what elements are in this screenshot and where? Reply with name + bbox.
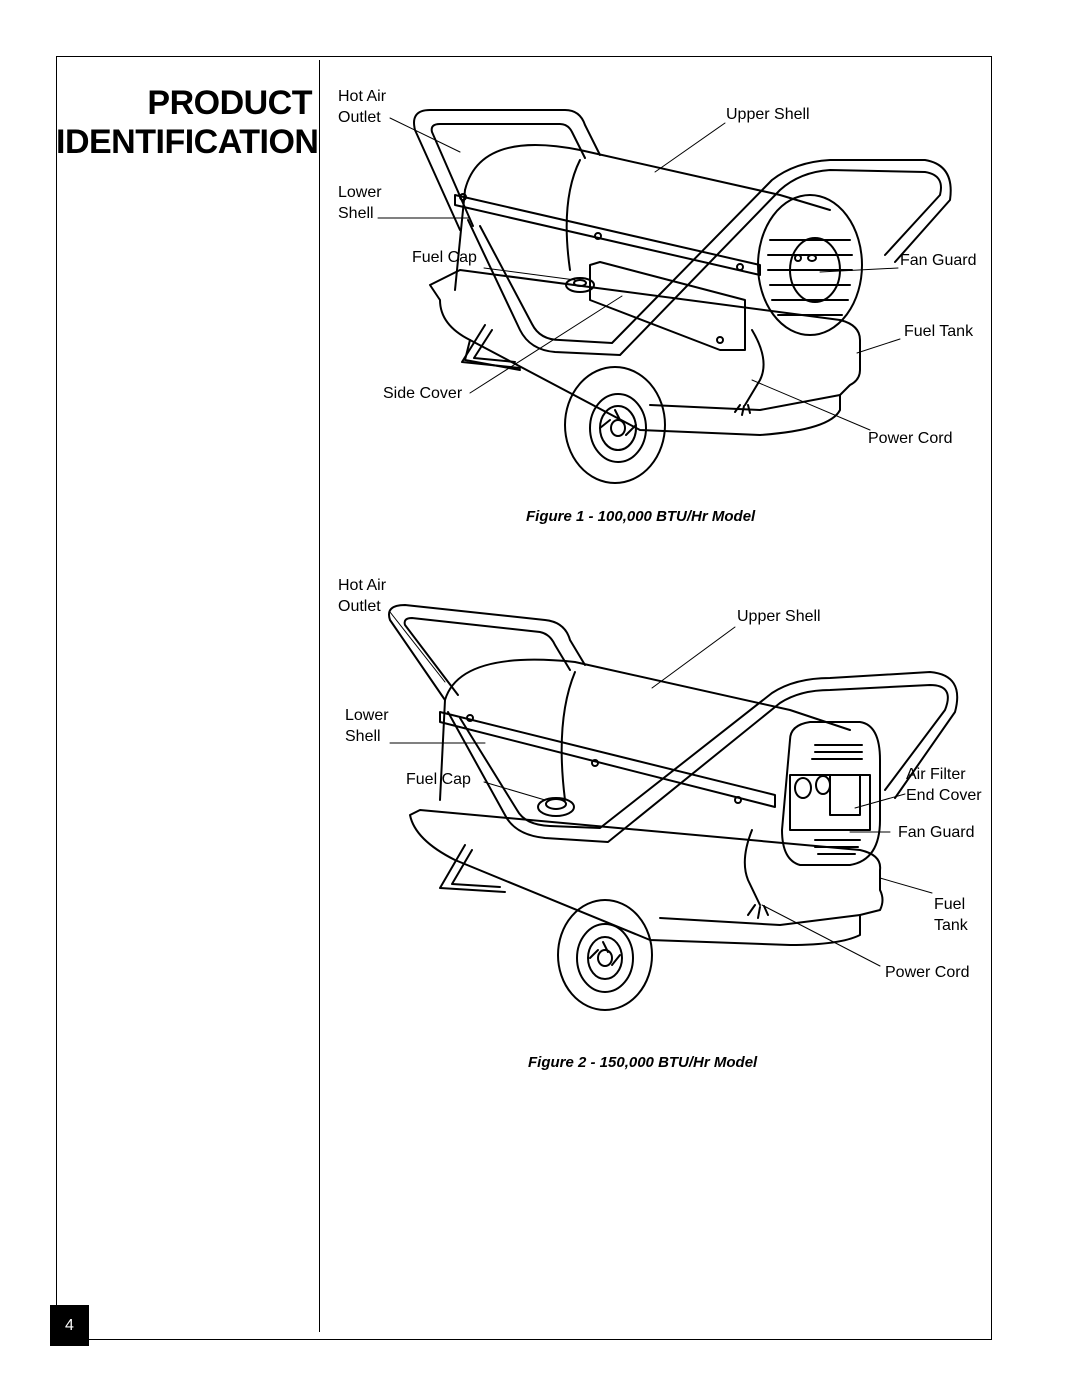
section-title-line2: IDENTIFICATION	[56, 123, 319, 161]
fig2-caption: Figure 2 - 150,000 BTU/Hr Model	[528, 1054, 758, 1071]
section-title-line1: PRODUCT	[147, 84, 312, 122]
fig2-fuel-tank-label-2: Tank	[934, 917, 968, 934]
fig1-fuel-cap-label: Fuel Cap	[412, 249, 477, 266]
figure2-heater-drawing	[388, 604, 959, 1011]
fig1-fan-guard-label: Fan Guard	[900, 252, 977, 269]
fig1-lower-shell-label-2: Shell	[338, 205, 374, 222]
fig2-fan-guard-label: Fan Guard	[898, 824, 975, 841]
column-divider	[319, 60, 320, 1332]
fig1-hot-air-outlet-label: Hot Air	[338, 88, 387, 105]
fig2-hot-air-outlet-label: Hot Air	[338, 577, 387, 594]
fig2-power-cord-label: Power Cord	[885, 964, 970, 981]
fig1-lower-shell-label: Lower	[338, 184, 382, 201]
fig1-hot-air-outlet-label-2: Outlet	[338, 109, 381, 126]
fig2-upper-shell-label: Upper Shell	[737, 608, 821, 625]
fig2-fuel-cap-label: Fuel Cap	[406, 771, 471, 788]
fig2-fuel-tank-label: Fuel	[934, 896, 966, 913]
fig1-side-cover-label: Side Cover	[383, 385, 463, 402]
page-frame	[56, 56, 992, 1340]
fig1-power-cord-label: Power Cord	[868, 430, 953, 447]
fig1-upper-shell-label: Upper Shell	[726, 106, 810, 123]
heater-illustrations	[377, 109, 959, 1011]
fig1-fuel-tank-label: Fuel Tank	[904, 323, 974, 340]
fig2-air-filter-end-cover-label-2: End Cover	[906, 787, 982, 804]
page-number: 4	[50, 1305, 89, 1346]
figure1-heater-drawing	[377, 109, 952, 484]
fig2-lower-shell-label: Lower	[345, 707, 389, 724]
fig1-caption: Figure 1 - 100,000 BTU/Hr Model	[526, 508, 756, 525]
fig2-hot-air-outlet-label-2: Outlet	[338, 598, 381, 615]
fig2-air-filter-end-cover-label: Air Filter	[906, 766, 966, 783]
fig2-lower-shell-label-2: Shell	[345, 728, 381, 745]
